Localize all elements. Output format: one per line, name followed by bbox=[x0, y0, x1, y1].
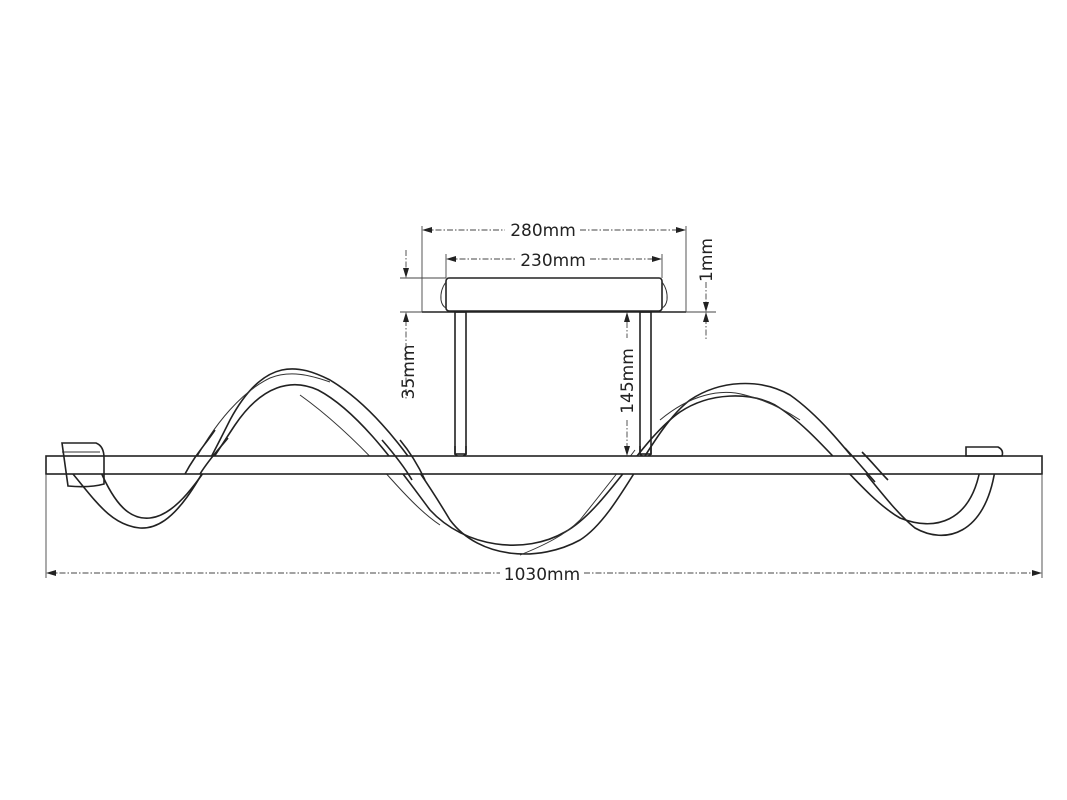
canopy bbox=[422, 277, 686, 313]
end-cap-left bbox=[61, 442, 105, 488]
dimension-1030: 1030mm bbox=[45, 474, 1043, 585]
end-cap-right bbox=[965, 446, 1004, 457]
wave-front-left bbox=[184, 429, 229, 475]
dimension-35: 35mm bbox=[399, 250, 446, 400]
wave-twist-1 bbox=[189, 373, 331, 471]
rod-right bbox=[639, 311, 652, 455]
wave-twist-3 bbox=[659, 392, 801, 421]
bar-body bbox=[45, 455, 1043, 475]
dimension-145-label: 145mm bbox=[618, 348, 638, 414]
wave-twist-4 bbox=[299, 394, 441, 526]
dimension-35-label: 35mm bbox=[399, 345, 419, 400]
horizontal-bar bbox=[45, 429, 1043, 488]
dimension-1: 1mm bbox=[686, 238, 717, 340]
canopy-screw-left bbox=[440, 281, 447, 309]
dimension-145: 145mm bbox=[618, 312, 638, 456]
dimension-230-label: 230mm bbox=[520, 251, 586, 271]
dimension-230: 230mm bbox=[445, 251, 663, 278]
rod-left bbox=[454, 311, 467, 455]
dimension-280: 280mm bbox=[421, 221, 687, 312]
wave-front-center bbox=[381, 439, 426, 481]
dimension-1-label: 1mm bbox=[697, 238, 717, 282]
wave-front-right bbox=[844, 447, 889, 483]
dimension-280-label: 280mm bbox=[510, 221, 576, 241]
canopy-screw-right bbox=[661, 281, 668, 309]
dimension-1030-label: 1030mm bbox=[504, 565, 580, 585]
canopy-body bbox=[445, 277, 663, 312]
